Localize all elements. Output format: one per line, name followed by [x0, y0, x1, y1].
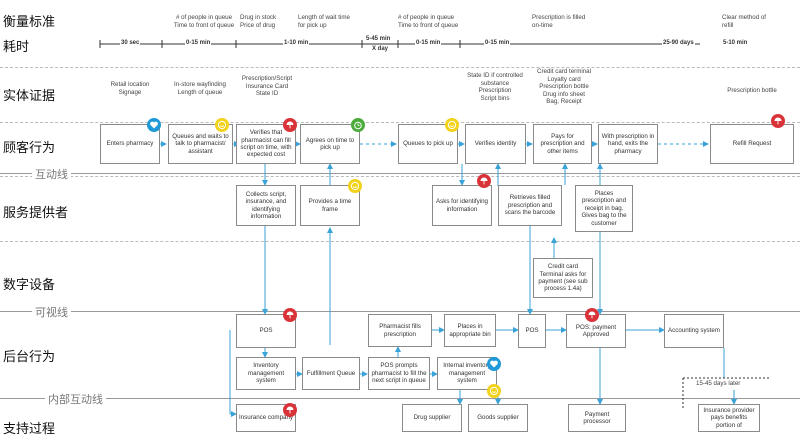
smile-icon: [445, 118, 459, 132]
backstage-fulfillment-queue: Fulfillment Queue: [302, 357, 360, 390]
time-label: 30 sec: [120, 40, 141, 46]
separator-line: [0, 67, 800, 68]
time-label: X day: [371, 46, 390, 52]
backstage-pos-prompts: POS prompts pharmacist to fill the next …: [368, 357, 430, 390]
evidence-terminal: Credit card terminal Loyalty card Prescr…: [537, 68, 591, 106]
evidence-state-id: State ID if controlled substance Prescri…: [467, 72, 523, 102]
interaction-line-dash: [0, 176, 800, 177]
customer-exits: With prescription in hand, exits the pha…: [598, 124, 658, 164]
separator-line: [0, 122, 800, 123]
service-bags: Places prescription and receipt in bag. …: [575, 185, 633, 232]
customer-enters-pharmacy: Enters pharmacy: [100, 124, 160, 164]
backstage-places-bin: Places in appropriate bin: [444, 314, 496, 347]
service-time-frame: Provides a time frame: [300, 185, 360, 226]
backstage-inventory: Inventory management system: [236, 357, 296, 390]
smile-icon: [215, 118, 229, 132]
customer-refill-request: Refill Request: [710, 124, 794, 164]
internal-line-label: 内部互动线: [45, 391, 106, 407]
customer-pays: Pays for prescription and other items: [533, 124, 592, 164]
service-retrieves: Retrieves filled prescription and scans …: [498, 185, 562, 226]
metric-queue-2: # of people in queue Time to front of qu…: [398, 14, 459, 29]
support-drug-supplier: Drug supplier: [402, 404, 462, 432]
alert-umbrella-icon: [283, 118, 297, 132]
metric-wait-time: Length of wait time for pick up: [298, 14, 350, 29]
backstage-pharmacist-fills: Pharmacist fills prescription: [368, 314, 432, 347]
lane-service-label: 服务提供者: [3, 206, 69, 221]
visibility-line: [0, 311, 800, 312]
clock-icon: [351, 118, 365, 132]
metric-drug-stock: Drug in stock Price of drug: [240, 14, 277, 29]
evidence-signage: Retail location Signage: [110, 81, 150, 96]
internal-interaction-line: [0, 398, 800, 399]
time-label: 0-15 min: [484, 40, 511, 46]
smile-icon: [348, 179, 362, 193]
separator-line: [0, 241, 800, 242]
heart-icon: [487, 357, 501, 371]
time-label: 5-45 min: [365, 36, 392, 42]
customer-verifies-identity: Verifies identity: [465, 124, 526, 164]
support-payment-processor: Payment processor: [568, 404, 626, 432]
lane-time-label: 耗时: [3, 40, 30, 55]
lane-backstage-label: 后台行为: [3, 350, 56, 365]
interaction-line: [0, 173, 800, 174]
service-collects-script: Collects script, insurance, and identify…: [236, 185, 296, 226]
alert-umbrella-icon: [477, 174, 491, 188]
lane-customer-label: 顾客行为: [3, 141, 56, 156]
time-label: 25-90 days: [662, 40, 695, 46]
alert-umbrella-icon: [771, 114, 785, 128]
backstage-pos-2: POS: [518, 314, 546, 348]
support-insurance-provider: Insurance provider pays benefits portion…: [698, 404, 760, 432]
alert-umbrella-icon: [283, 403, 297, 417]
customer-verifies-cost: Verifies that pharmacist can fill script…: [236, 124, 296, 164]
time-label: 5-10 min: [722, 40, 749, 46]
lane-measure-label: 衡量标准: [3, 15, 56, 30]
customer-agrees-time: Agrees on time to pick up: [300, 124, 360, 164]
metric-refill: Clear method of refill: [722, 14, 767, 29]
alert-umbrella-icon: [283, 308, 297, 322]
evidence-bottle: Prescription bottle: [727, 87, 777, 94]
lane-evidence-label: 实体证据: [3, 89, 56, 104]
service-asks-id: Asks for identifying information: [432, 185, 492, 226]
backstage-delay-label: 15-45 days later: [696, 380, 741, 387]
alert-umbrella-icon: [585, 308, 599, 322]
evidence-script: Prescription/Script Insurance Card State…: [241, 75, 293, 98]
support-goods-supplier: Goods supplier: [468, 404, 528, 432]
interaction-line-label: 互动线: [32, 166, 71, 182]
heart-icon: [147, 118, 161, 132]
time-label: 0-15 min: [415, 40, 442, 46]
metric-filled-on-time: Prescription is filled on-time: [532, 14, 586, 29]
lane-digital-label: 数字设备: [3, 278, 56, 293]
digital-credit-card-terminal: Credit card Terminal asks for payment (s…: [533, 258, 593, 298]
smile-icon: [487, 384, 501, 398]
time-label: 0-15 min: [185, 40, 212, 46]
time-label: 1-10 min: [283, 40, 310, 46]
visibility-line-label: 可视线: [32, 304, 71, 320]
backstage-accounting: Accounting system: [664, 314, 724, 348]
evidence-wayfinding: In-store wayfinding Length of queue: [174, 81, 226, 96]
metric-queue-1: # of people in queue Time to front of qu…: [173, 14, 235, 29]
